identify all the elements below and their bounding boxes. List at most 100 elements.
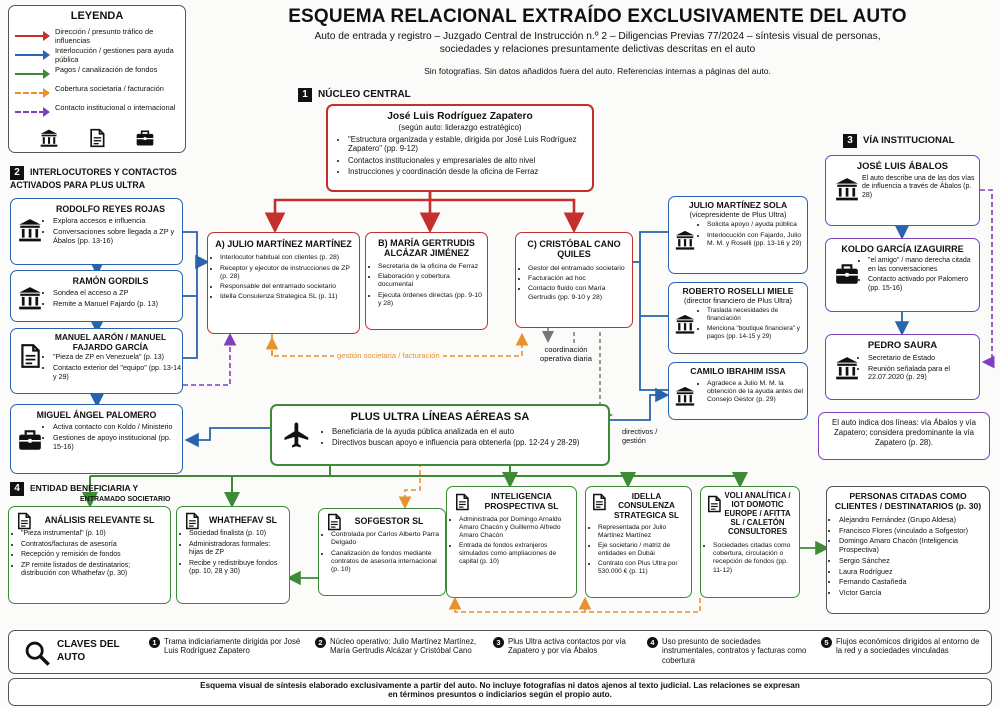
legend-arrow-head — [43, 50, 50, 60]
legend-line-swatch — [15, 35, 45, 37]
list-item: Contactos institucionales y empresariale… — [348, 156, 584, 166]
list-item: Canalización de fondos mediante contrato… — [331, 550, 441, 575]
operative-maria-gertrudis: B) MARÍA GERTRUDIS ALCÁZAR JIMÉNEZ Secre… — [365, 232, 488, 330]
institution-icon — [39, 128, 59, 148]
institution-icon — [834, 176, 860, 202]
institution-icon — [17, 285, 43, 311]
list-item: Sondea el acceso a ZP — [53, 288, 182, 298]
key-item: 5 Flujos económicos dirigidos al entorno … — [821, 637, 987, 656]
legend-item: Cobertura societaria / facturación — [15, 84, 183, 103]
institution-icon — [674, 385, 696, 407]
entity-analisis-relevante: ANÁLISIS RELEVANTE SL "Pieza instrumenta… — [8, 506, 171, 604]
interlocutor-rodolfo-reyes: RODOLFO REYES ROJAS Explora accesos e in… — [10, 198, 183, 265]
footer-line-2: en términos presuntos o indiciarios segú… — [388, 690, 612, 699]
core-name: José Luis Rodríguez Zapatero — [387, 111, 533, 122]
operative-cristobal-cano: C) CRISTÓBAL CANO QUILES Gestor del entr… — [515, 232, 633, 328]
institutional-note: El auto indica dos líneas: vía Ábalos y … — [818, 412, 990, 460]
legend-item-label: Contacto institucional o internacional — [55, 103, 176, 112]
institution-icon — [17, 217, 43, 243]
list-item: Activa contacto con Koldo / Ministerio — [53, 422, 182, 432]
list-item: Solicita apoyo / ayuda pública — [707, 221, 807, 229]
legend-item: Pagos / canalización de fondos — [15, 65, 183, 84]
page-subtitle-2: sociedades y relaciones presuntamente de… — [439, 44, 756, 55]
briefcase-icon — [17, 427, 43, 453]
list-item: Facturación ad hoc — [528, 275, 628, 283]
entity-voli-analitica: VOLI ANALÍTICA / IOT DOMOTIC EUROPE / AF… — [700, 486, 800, 598]
list-item: Sociedad finalista (p. 10) — [189, 530, 285, 539]
list-item: Sergio Sánchez — [839, 556, 989, 566]
list-item: Traslada necesidades de financiación — [707, 307, 807, 323]
operative-julio-martinez: A) JULIO MARTÍNEZ MARTÍNEZ Interlocutor … — [207, 232, 360, 334]
plusultra-julio-martinez-sola: JULIO MARTÍNEZ SOLA (vicepresidente de P… — [668, 196, 808, 274]
list-item: Menciona "boutique financiera" y pagos (… — [707, 325, 807, 341]
list-item: Sociedades citadas como cobertura, circu… — [713, 542, 795, 575]
legend-line-swatch — [15, 73, 45, 75]
footer-line-1: Esquema visual de síntesis elaborado exc… — [200, 681, 800, 690]
legend-arrow-head — [43, 107, 50, 117]
list-item: Elaboración y cobertura documental — [378, 273, 483, 290]
list-item: Gestiones de apoyo institucional (pp. 15… — [53, 433, 182, 452]
list-item: Conversaciones sobre llegada a ZP y Ábal… — [53, 227, 182, 246]
list-item: Interlocución con Fajardo, Julio M. M. y… — [707, 232, 807, 249]
plusultra-lineas-aereas: PLUS ULTRA LÍNEAS AÉREAS SA Beneficiaria… — [270, 404, 610, 466]
core-node-zapatero: José Luis Rodríguez Zapatero (según auto… — [326, 104, 594, 192]
legend-title: LEYENDA — [70, 10, 124, 22]
key-number: 2 — [315, 637, 326, 648]
list-item: Alejandro Fernández (Grupo Aldesa) — [839, 515, 989, 525]
page-note: Sin fotografías. Sin datos añadidos fuer… — [424, 66, 771, 76]
list-item: Reunión señalada para el 22.07.2020 (p. … — [868, 364, 979, 383]
institution-icon — [834, 355, 860, 381]
list-item: ZP remite listados de destinatarios; dis… — [21, 562, 166, 579]
list-item: Contratos/facturas de asesoría — [21, 541, 166, 550]
list-item: Contacto exterior del "equipo" (pp. 13-1… — [53, 364, 182, 381]
list-item: Laura Rodríguez — [839, 567, 989, 577]
list-item: Gestor del entramado societario — [528, 265, 628, 273]
list-item: Entrada de fondos extranjeros simulados … — [459, 542, 572, 566]
key-text: Plus Ultra activa contactos por vía Zapa… — [508, 637, 626, 656]
institutional-koldo-garcia: KOLDO GARCÍA IZAGUIRRE "el amigo" / mano… — [825, 238, 980, 312]
list-item: Responsable del entramado societario — [220, 283, 355, 291]
key-text: Núcleo operativo: Julio Martínez Martíne… — [330, 637, 477, 656]
list-item: Francisco Flores (vinculado a Sofgestor) — [839, 526, 989, 536]
key-text: Flujos económicos dirigidos al entorno d… — [836, 637, 980, 656]
list-item: Representada por Julio Martínez Martínez — [598, 524, 687, 540]
document-icon — [705, 495, 723, 513]
search-icon — [25, 641, 50, 666]
core-role: (según auto: liderazgo estratégico) — [398, 122, 522, 132]
legend-line-swatch — [15, 92, 45, 94]
list-item: Recepción y remisión de fondos — [21, 551, 166, 560]
key-number: 5 — [821, 637, 832, 648]
legend-panel: LEYENDA Dirección / presunto tráfico de … — [8, 5, 186, 153]
interlocutor-miguel-palomero: MIGUEL ÁNGEL PALOMERO Activa contacto co… — [10, 404, 183, 474]
plusultra-roberto-roselli: ROBERTO ROSELLI MIELE (director financie… — [668, 282, 808, 354]
institution-icon — [674, 313, 696, 335]
page-subtitle-1: Auto de entrada y registro – Juzgado Cen… — [314, 31, 881, 42]
key-item: 2 Núcleo operativo: Julio Martínez Martín… — [315, 637, 485, 656]
interlocutor-ramon-gordils: RAMÓN GORDILS Sondea el acceso a ZPRemit… — [10, 270, 183, 322]
list-item: Contacto fluido con María Gertrudis (pp.… — [528, 285, 628, 302]
list-item: Víctor García — [839, 588, 989, 598]
key-text: Uso presunto de sociedades instrumentale… — [662, 637, 807, 665]
document-icon — [325, 513, 343, 531]
edge-label-gestion: gestión societaria / facturación — [334, 351, 443, 360]
edge-label-directivos: directivos / gestión — [622, 427, 658, 445]
briefcase-icon — [834, 261, 860, 287]
entity-sofgestor: SOFGESTOR SL Controlada por Carlos Alber… — [318, 508, 446, 596]
institutional-jose-luis-abalos: JOSÉ LUIS ÁBALOS El auto describe una de… — [825, 155, 980, 226]
legend-line-swatch — [15, 111, 45, 113]
clients-panel: PERSONAS CITADAS COMO CLIENTES / DESTINA… — [826, 486, 990, 614]
legend-arrow-head — [43, 88, 50, 98]
plusultra-camilo-ibrahim: CAMILO IBRAHIM ISSA Agradece a Julio M. … — [668, 362, 808, 420]
list-item: Administrada por Domingo Arnaldo Amaro C… — [459, 516, 572, 540]
list-item: Controlada por Carlos Alberto Parra Delg… — [331, 531, 441, 548]
key-number: 3 — [493, 637, 504, 648]
institutional-pedro-saura: PEDRO SAURA Secretario de EstadoReunión … — [825, 334, 980, 400]
legend-item: Interlocución / gestiones para ayuda púb… — [15, 46, 183, 65]
document-icon — [15, 512, 33, 530]
legend-line-swatch — [15, 54, 45, 56]
list-item: Idella Consulenza Strategica SL (p. 11) — [220, 293, 355, 301]
